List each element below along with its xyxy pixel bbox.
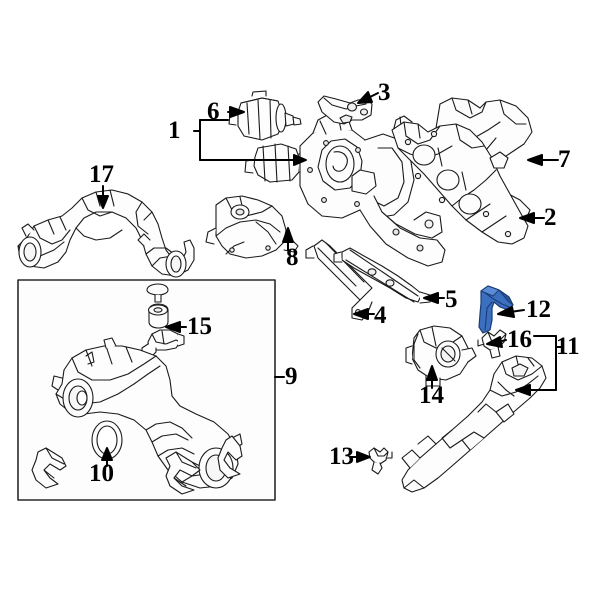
callout-5[interactable]: 5 [445, 286, 458, 313]
part-pressure-sensor[interactable] [141, 283, 185, 359]
part-highlighted-mount-bracket[interactable] [478, 285, 514, 334]
part-throttle-body[interactable] [405, 325, 477, 387]
callout-16[interactable]: 16 [507, 326, 532, 353]
part-air-cleaner-duct-assembly[interactable] [401, 355, 547, 493]
callout-12[interactable]: 12 [526, 296, 551, 323]
part-turbocharger-assembly[interactable] [244, 112, 446, 267]
callout-6[interactable]: 6 [207, 98, 220, 125]
callout-14[interactable]: 14 [419, 382, 444, 409]
leader-lines [97, 91, 563, 467]
callout-10[interactable]: 10 [89, 460, 114, 487]
callout-1[interactable]: 1 [168, 117, 181, 144]
part-retaining-clip-far-right[interactable] [217, 435, 243, 479]
part-charge-air-pipe[interactable] [17, 189, 195, 278]
part-short-brace-rod[interactable] [333, 247, 431, 304]
part-wastegate-actuator[interactable] [228, 90, 302, 141]
part-exhaust-manifold-gasket-plate[interactable] [391, 121, 529, 245]
part-retaining-clip-left[interactable] [31, 447, 67, 489]
callout-17[interactable]: 17 [89, 161, 114, 188]
callout-15[interactable]: 15 [187, 313, 212, 340]
callout-4[interactable]: 4 [374, 302, 387, 329]
callout-11[interactable]: 11 [556, 333, 580, 360]
callout-2[interactable]: 2 [544, 204, 557, 231]
part-air-inlet-duct-assembly[interactable] [51, 337, 243, 489]
part-retaining-clip-right[interactable] [165, 451, 201, 495]
callout-9[interactable]: 9 [285, 363, 298, 390]
callout-7[interactable]: 7 [558, 146, 571, 173]
callout-8[interactable]: 8 [286, 244, 299, 271]
callout-3[interactable]: 3 [378, 79, 391, 106]
part-hose-clip[interactable] [368, 447, 393, 475]
part-duct-seal-ring[interactable] [91, 420, 123, 460]
callout-13[interactable]: 13 [329, 443, 354, 470]
part-lower-heat-shield[interactable] [205, 195, 299, 259]
